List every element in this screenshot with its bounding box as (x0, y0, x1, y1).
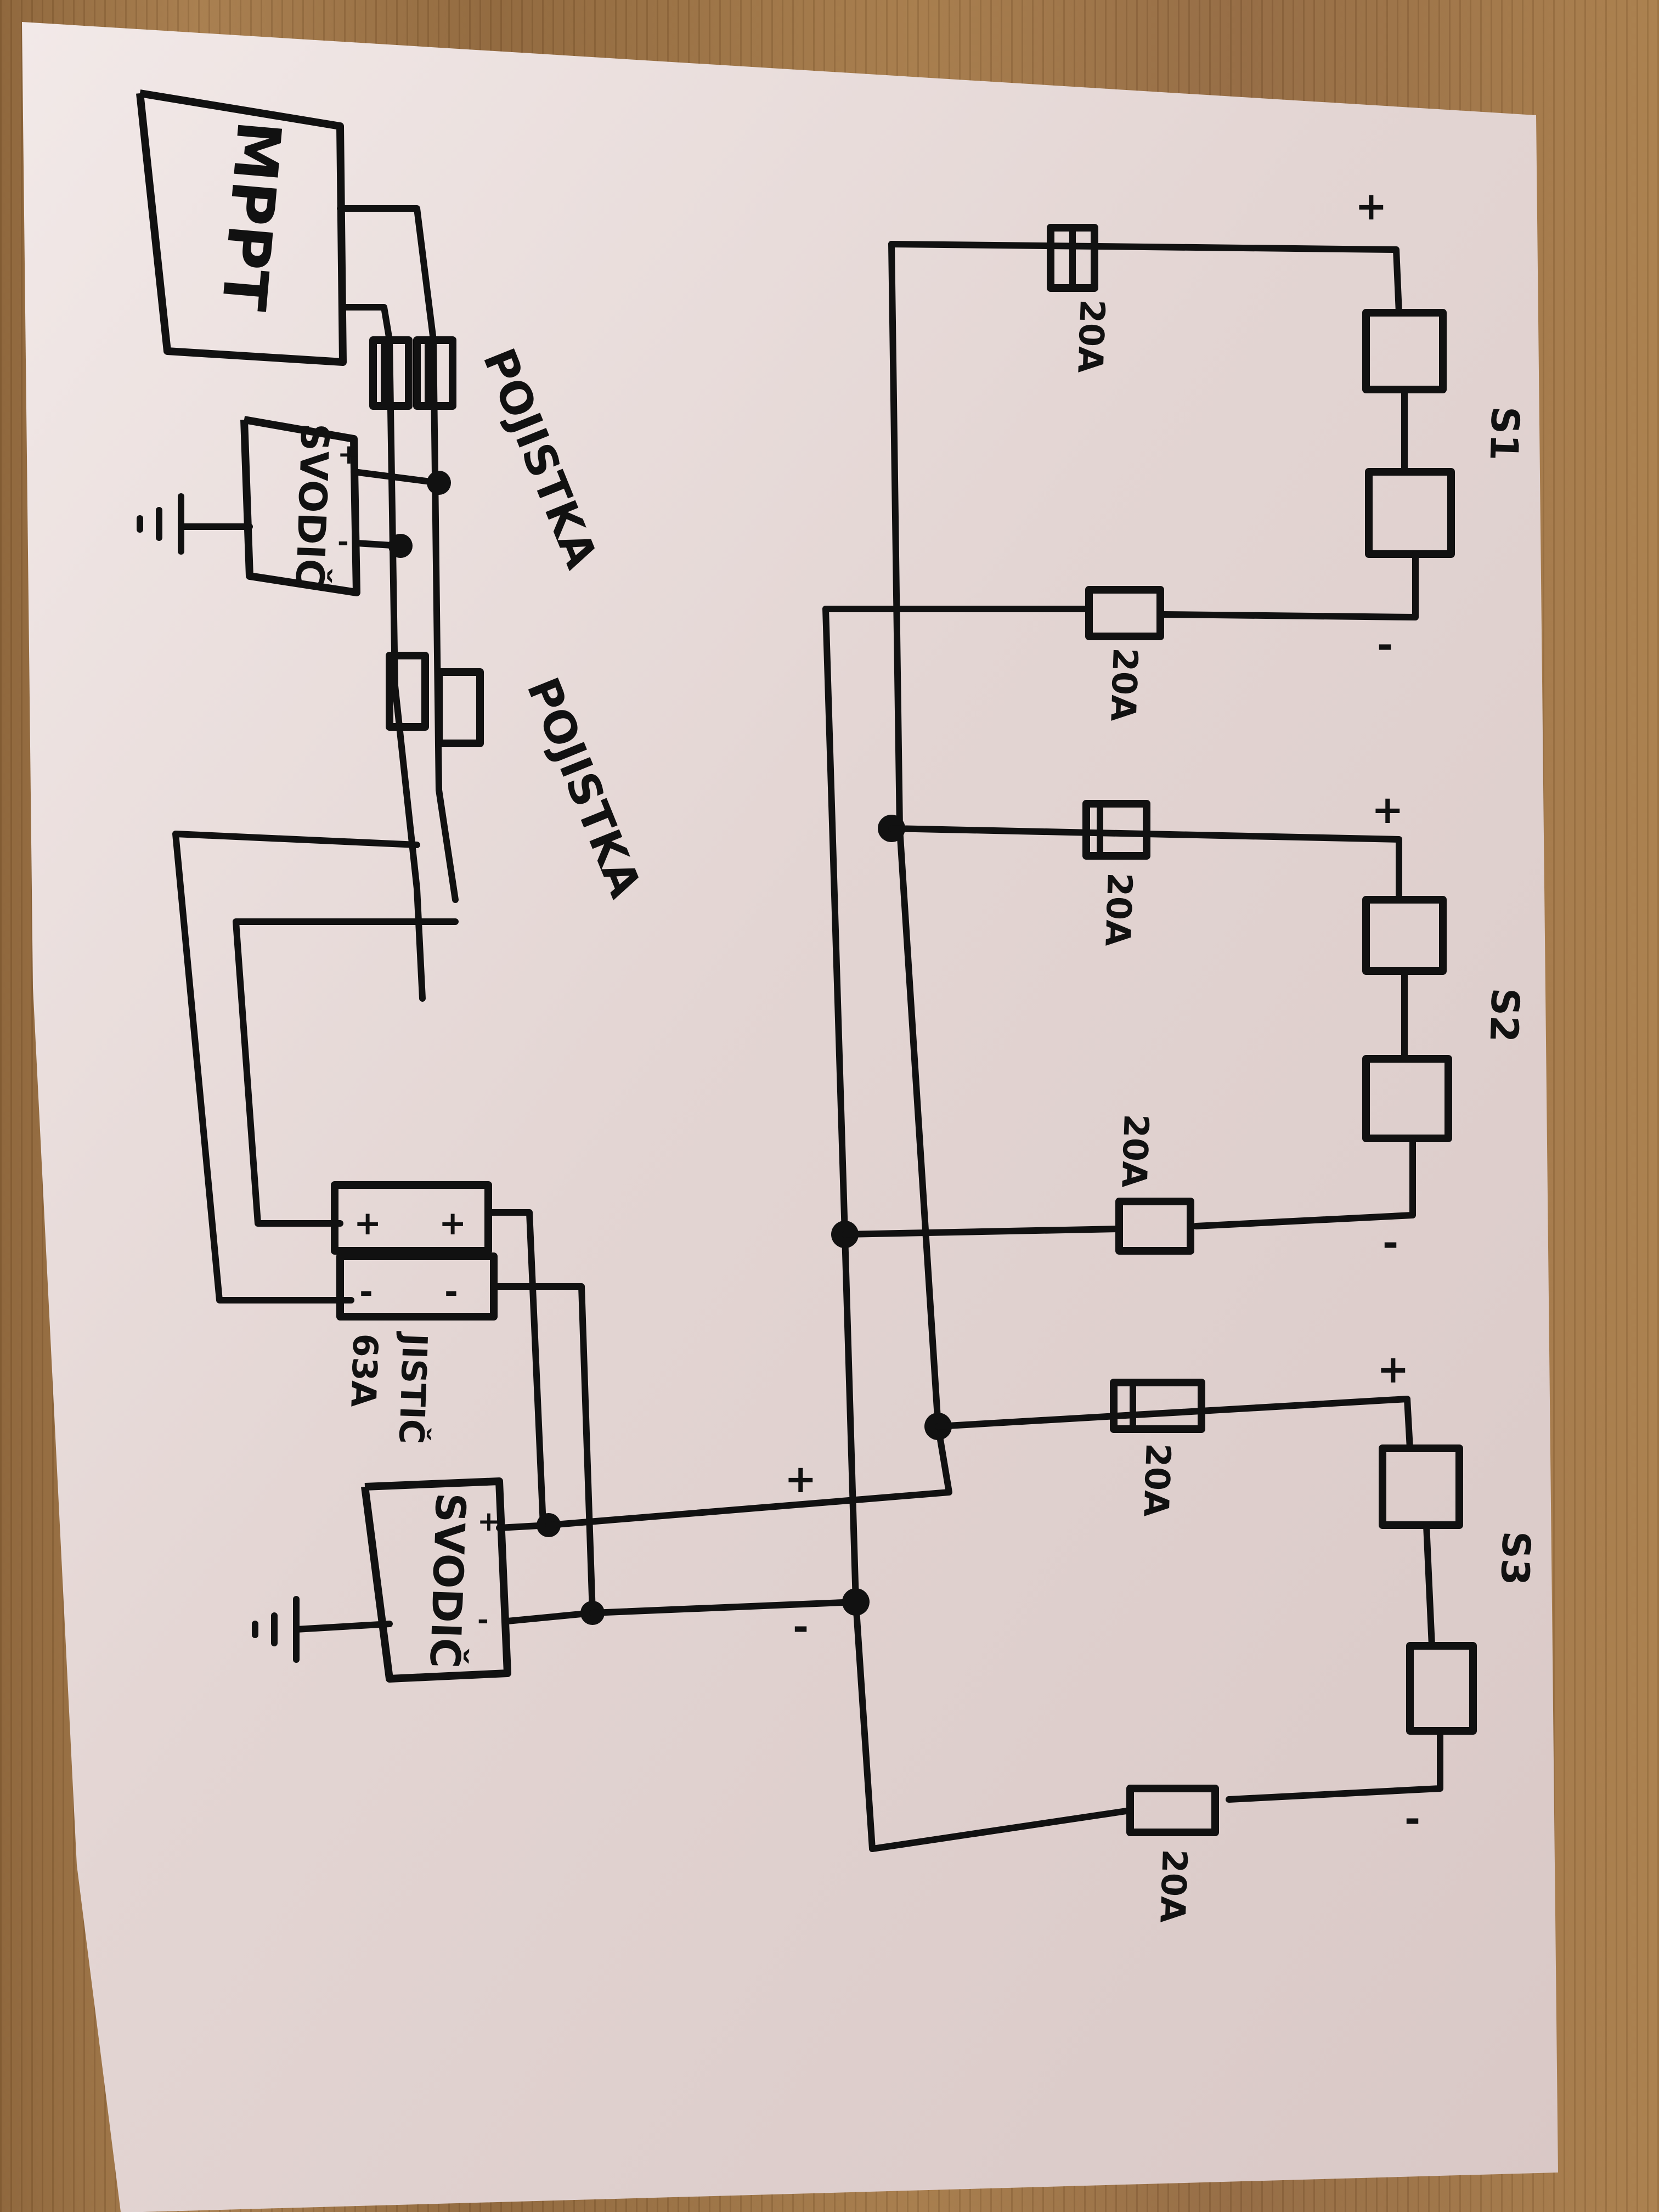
s2-plus: + (1372, 787, 1404, 832)
breaker-plus-1: + (354, 1204, 381, 1243)
s1-fuse-plus-rating: 20A (1070, 298, 1113, 374)
string-s1: S1 + - 20A 20A (822, 184, 1528, 722)
wire-loop-inner (233, 918, 459, 1227)
surge-arrester-bottom: SVODIČ + - (252, 1477, 605, 1683)
breaker-jistic: + + - - JISTIČ 63A (331, 1181, 596, 1616)
s1-label: S1 (1481, 405, 1528, 461)
s2-fuse-minus-rating: 20A (1114, 1113, 1156, 1188)
wire-mppt-minus (340, 304, 426, 1002)
arrester-top-minus: - (337, 526, 349, 558)
wire-loop-outer (172, 831, 420, 1304)
s3-fuse-minus-rating: 20A (1152, 1848, 1195, 1923)
arrester-bottom-plus: + (477, 1505, 500, 1537)
s3-fuse-plus-rating: 20A (1136, 1442, 1178, 1517)
panel-s1-2 (1365, 468, 1455, 558)
string-s3: S3 + - 20A 20A (869, 1347, 1539, 1923)
s1-fuse-minus-rating: 20A (1103, 647, 1146, 722)
s3-plus: + (1377, 1347, 1409, 1392)
s2-label: S2 (1481, 987, 1528, 1043)
surge-arrester-bottom-label: SVODIČ (420, 1492, 475, 1669)
s1-plus: + (1355, 184, 1387, 229)
mppt-label: MPPT (208, 119, 295, 314)
bus-plus-label: + (785, 1457, 817, 1502)
bus-plus (545, 1423, 952, 1528)
s3-label: S3 (1492, 1530, 1539, 1586)
arrester-bottom-minus: - (477, 1604, 489, 1636)
surge-arrester-top-label: SVODIČ (287, 422, 337, 588)
surge-arrester-top: SVODIČ + - (137, 416, 451, 596)
panel-s3-1 (1379, 1444, 1463, 1529)
s3-minus: - (1404, 1797, 1420, 1842)
arrester-top-plus: + (337, 438, 360, 470)
collector-minus (822, 606, 876, 1852)
mppt-box: MPPT (136, 89, 347, 366)
string-s2: S2 + - 20A 20A (842, 787, 1528, 1266)
breaker-minus-1: - (359, 1273, 373, 1311)
breaker-plus-2: + (439, 1204, 466, 1243)
breaker-rating: 63A (343, 1333, 386, 1408)
bus-minus (589, 1599, 859, 1616)
panel-s2-2 (1362, 1055, 1452, 1142)
bus-minus-label: - (793, 1605, 809, 1650)
s2-minus: - (1383, 1221, 1398, 1266)
s1-minus: - (1377, 623, 1393, 668)
s2-fuse-plus-rating: 20A (1097, 872, 1140, 947)
breaker-label: JISTIČ (391, 1330, 435, 1444)
paper-sheet (22, 22, 1558, 2212)
breaker-minus-2: - (444, 1273, 458, 1311)
